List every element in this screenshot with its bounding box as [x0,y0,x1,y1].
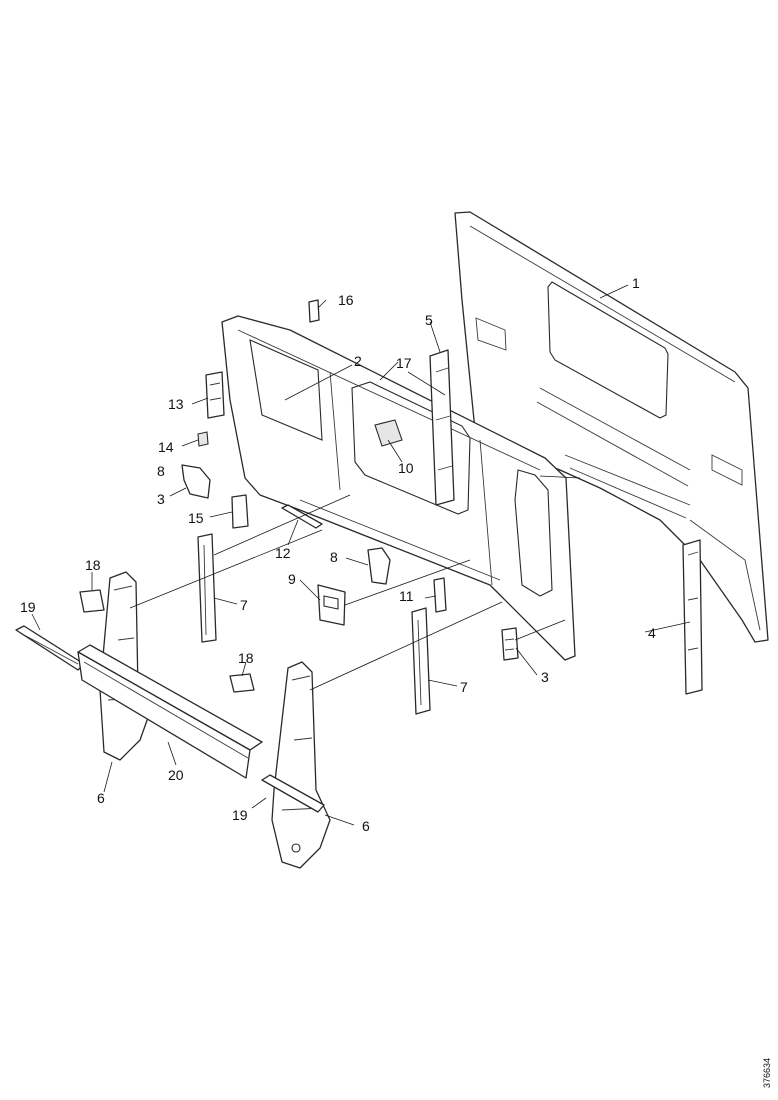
corner-pillar-right [682,539,703,695]
callout-1: 1 [632,275,640,291]
plate-18-center [229,673,255,693]
callout-13: 13 [168,396,184,412]
callout-15: 15 [188,510,204,526]
bracket-15 [231,494,249,529]
plate-18-left [79,589,105,613]
callout-20: 20 [168,767,184,783]
callout-3-right: 3 [541,669,549,685]
callout-leaders [31,284,691,826]
inner-pillar-upper [429,349,455,506]
callout-11: 11 [399,588,414,604]
callout-19-left: 19 [20,599,36,615]
strip-19-left [15,625,85,671]
callout-5: 5 [425,312,433,328]
callout-17: 17 [396,355,412,371]
bracket-10 [374,419,403,447]
strip-19-right [261,774,325,813]
document-id: 376634 [762,1058,772,1088]
callout-7-right: 7 [460,679,468,695]
small-plate-16 [308,299,320,323]
callout-8-center: 8 [330,549,338,565]
bracket-11 [433,577,447,613]
reinforcement-7-left [197,533,217,643]
callout-8-left: 8 [157,463,165,479]
callout-labels: 1 2 3 3 4 5 6 6 7 7 8 8 9 10 11 12 13 14… [20,275,656,834]
callout-18-left: 18 [85,557,101,573]
callout-14: 14 [158,439,174,455]
callout-2: 2 [354,353,362,369]
lower-pillar-6-right [271,661,331,869]
bracket-3-left [181,464,211,499]
bracket-13 [205,371,225,419]
bracket-8 [367,547,391,585]
callout-6-right: 6 [362,818,370,834]
callout-9: 9 [288,571,296,587]
callout-6-left: 6 [97,790,105,806]
bracket-9 [317,584,346,626]
callout-4: 4 [648,625,656,641]
rear-inner-frame [221,315,576,661]
callout-10: 10 [398,460,414,476]
callout-19-right: 19 [232,807,248,823]
reinforcement-7-right [411,607,431,715]
cross-member-20 [77,644,263,779]
rear-outer-panel [454,211,769,643]
callout-16: 16 [338,292,354,308]
bracket-3-right [501,627,519,661]
callout-7-left: 7 [240,597,248,613]
callout-18-center: 18 [238,650,254,666]
callout-3-left: 3 [157,491,165,507]
callout-12: 12 [275,545,291,561]
clip-14 [197,431,209,447]
assembly-lines [129,475,581,691]
